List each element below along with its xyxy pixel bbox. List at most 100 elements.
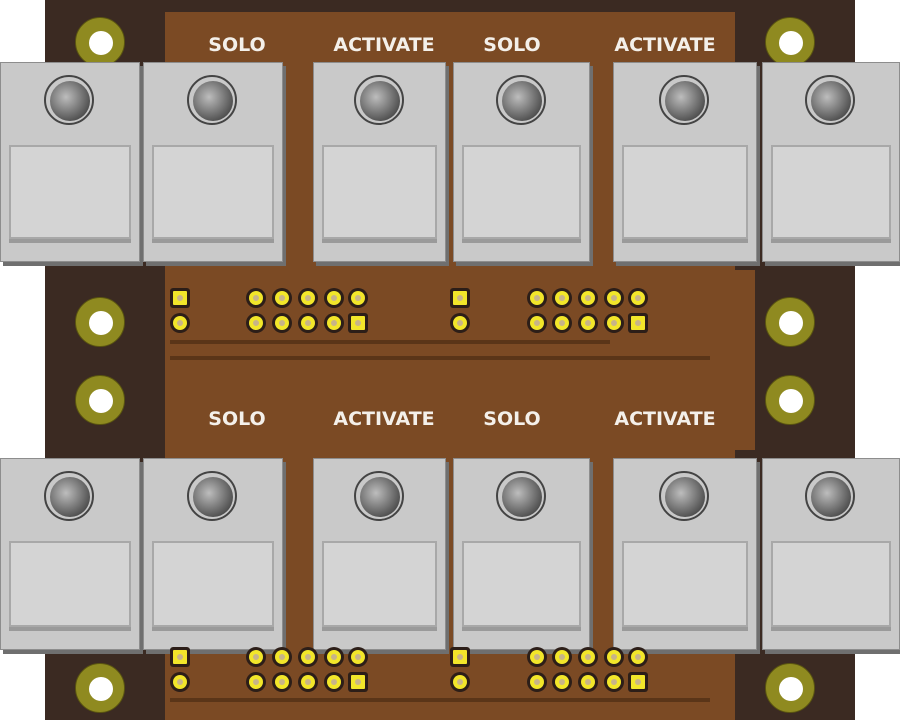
label-solo: SOLO (208, 408, 266, 430)
mounting-hole (765, 17, 815, 67)
header-pad (327, 291, 341, 305)
header-pad (275, 675, 289, 689)
header-pad (301, 675, 315, 689)
header-pad (249, 675, 263, 689)
header-pad (351, 675, 365, 689)
mounting-hole (75, 17, 125, 67)
header-pad (631, 675, 645, 689)
push-button-switch[interactable] (0, 458, 140, 650)
push-button-switch[interactable] (762, 62, 900, 262)
switch-cap[interactable] (322, 541, 437, 627)
push-button-switch[interactable] (313, 62, 446, 262)
header-pad (530, 675, 544, 689)
header-pad (631, 316, 645, 330)
led-indicator (353, 75, 404, 125)
header-pad (453, 291, 467, 305)
header-pad (275, 316, 289, 330)
header-pad (327, 650, 341, 664)
mounting-hole (75, 297, 125, 347)
header-pad (453, 675, 467, 689)
led-indicator (805, 471, 855, 521)
switch-cap[interactable] (9, 541, 131, 627)
push-button-switch[interactable] (0, 62, 140, 262)
trace (170, 340, 610, 344)
mounting-hole (765, 297, 815, 347)
led-indicator (353, 471, 404, 521)
switch-cap[interactable] (152, 145, 274, 239)
push-button-switch[interactable] (143, 62, 283, 262)
header-pad (555, 675, 569, 689)
switch-cap[interactable] (622, 541, 748, 627)
header-pad (173, 675, 187, 689)
trace (170, 698, 710, 702)
push-button-switch[interactable] (613, 62, 757, 262)
header-pad (327, 675, 341, 689)
header-pad (581, 675, 595, 689)
led-indicator (44, 75, 94, 125)
header-pad (301, 650, 315, 664)
switch-cap[interactable] (152, 541, 274, 627)
led-indicator (805, 75, 855, 125)
switch-cap[interactable] (322, 145, 437, 239)
header-pad (301, 316, 315, 330)
led-indicator (659, 471, 709, 521)
mounting-hole (75, 663, 125, 713)
led-indicator (187, 75, 237, 125)
mounting-hole (765, 375, 815, 425)
push-button-switch[interactable] (613, 458, 757, 650)
header-pad (631, 650, 645, 664)
header-pad (249, 650, 263, 664)
header-pad (173, 316, 187, 330)
led-indicator (44, 471, 94, 521)
header-pad (607, 291, 621, 305)
switch-cap[interactable] (771, 145, 891, 239)
switch-cap[interactable] (9, 145, 131, 239)
copper-pour-right (735, 270, 755, 450)
header-pad (555, 291, 569, 305)
header-pad (351, 650, 365, 664)
push-button-switch[interactable] (453, 62, 590, 262)
push-button-switch[interactable] (143, 458, 283, 650)
led-indicator (495, 471, 546, 521)
header-pad (555, 316, 569, 330)
switch-cap[interactable] (462, 145, 581, 239)
header-pad (275, 650, 289, 664)
label-activate: ACTIVATE (333, 34, 435, 56)
header-pad (301, 291, 315, 305)
trace (170, 356, 710, 360)
led-indicator (495, 75, 546, 125)
mounting-hole (75, 375, 125, 425)
label-activate: ACTIVATE (333, 408, 435, 430)
header-pad (453, 316, 467, 330)
switch-cap[interactable] (462, 541, 581, 627)
header-pad (607, 316, 621, 330)
header-pad (607, 675, 621, 689)
header-pad (275, 291, 289, 305)
header-pad (581, 291, 595, 305)
label-activate: ACTIVATE (614, 34, 716, 56)
header-pad (555, 650, 569, 664)
switch-cap[interactable] (771, 541, 891, 627)
header-pad (530, 316, 544, 330)
header-pad (607, 650, 621, 664)
push-button-switch[interactable] (453, 458, 590, 650)
mounting-hole (765, 663, 815, 713)
header-pad (249, 291, 263, 305)
header-pad (530, 291, 544, 305)
label-activate: ACTIVATE (614, 408, 716, 430)
push-button-switch[interactable] (313, 458, 446, 650)
header-pad (631, 291, 645, 305)
push-button-switch[interactable] (762, 458, 900, 650)
header-pad (351, 316, 365, 330)
label-solo: SOLO (483, 408, 541, 430)
header-pad (173, 291, 187, 305)
label-solo: SOLO (208, 34, 266, 56)
header-pad (351, 291, 365, 305)
header-pad (249, 316, 263, 330)
header-pad (581, 316, 595, 330)
switch-cap[interactable] (622, 145, 748, 239)
label-solo: SOLO (483, 34, 541, 56)
header-pad (453, 650, 467, 664)
header-pad (327, 316, 341, 330)
led-indicator (187, 471, 237, 521)
